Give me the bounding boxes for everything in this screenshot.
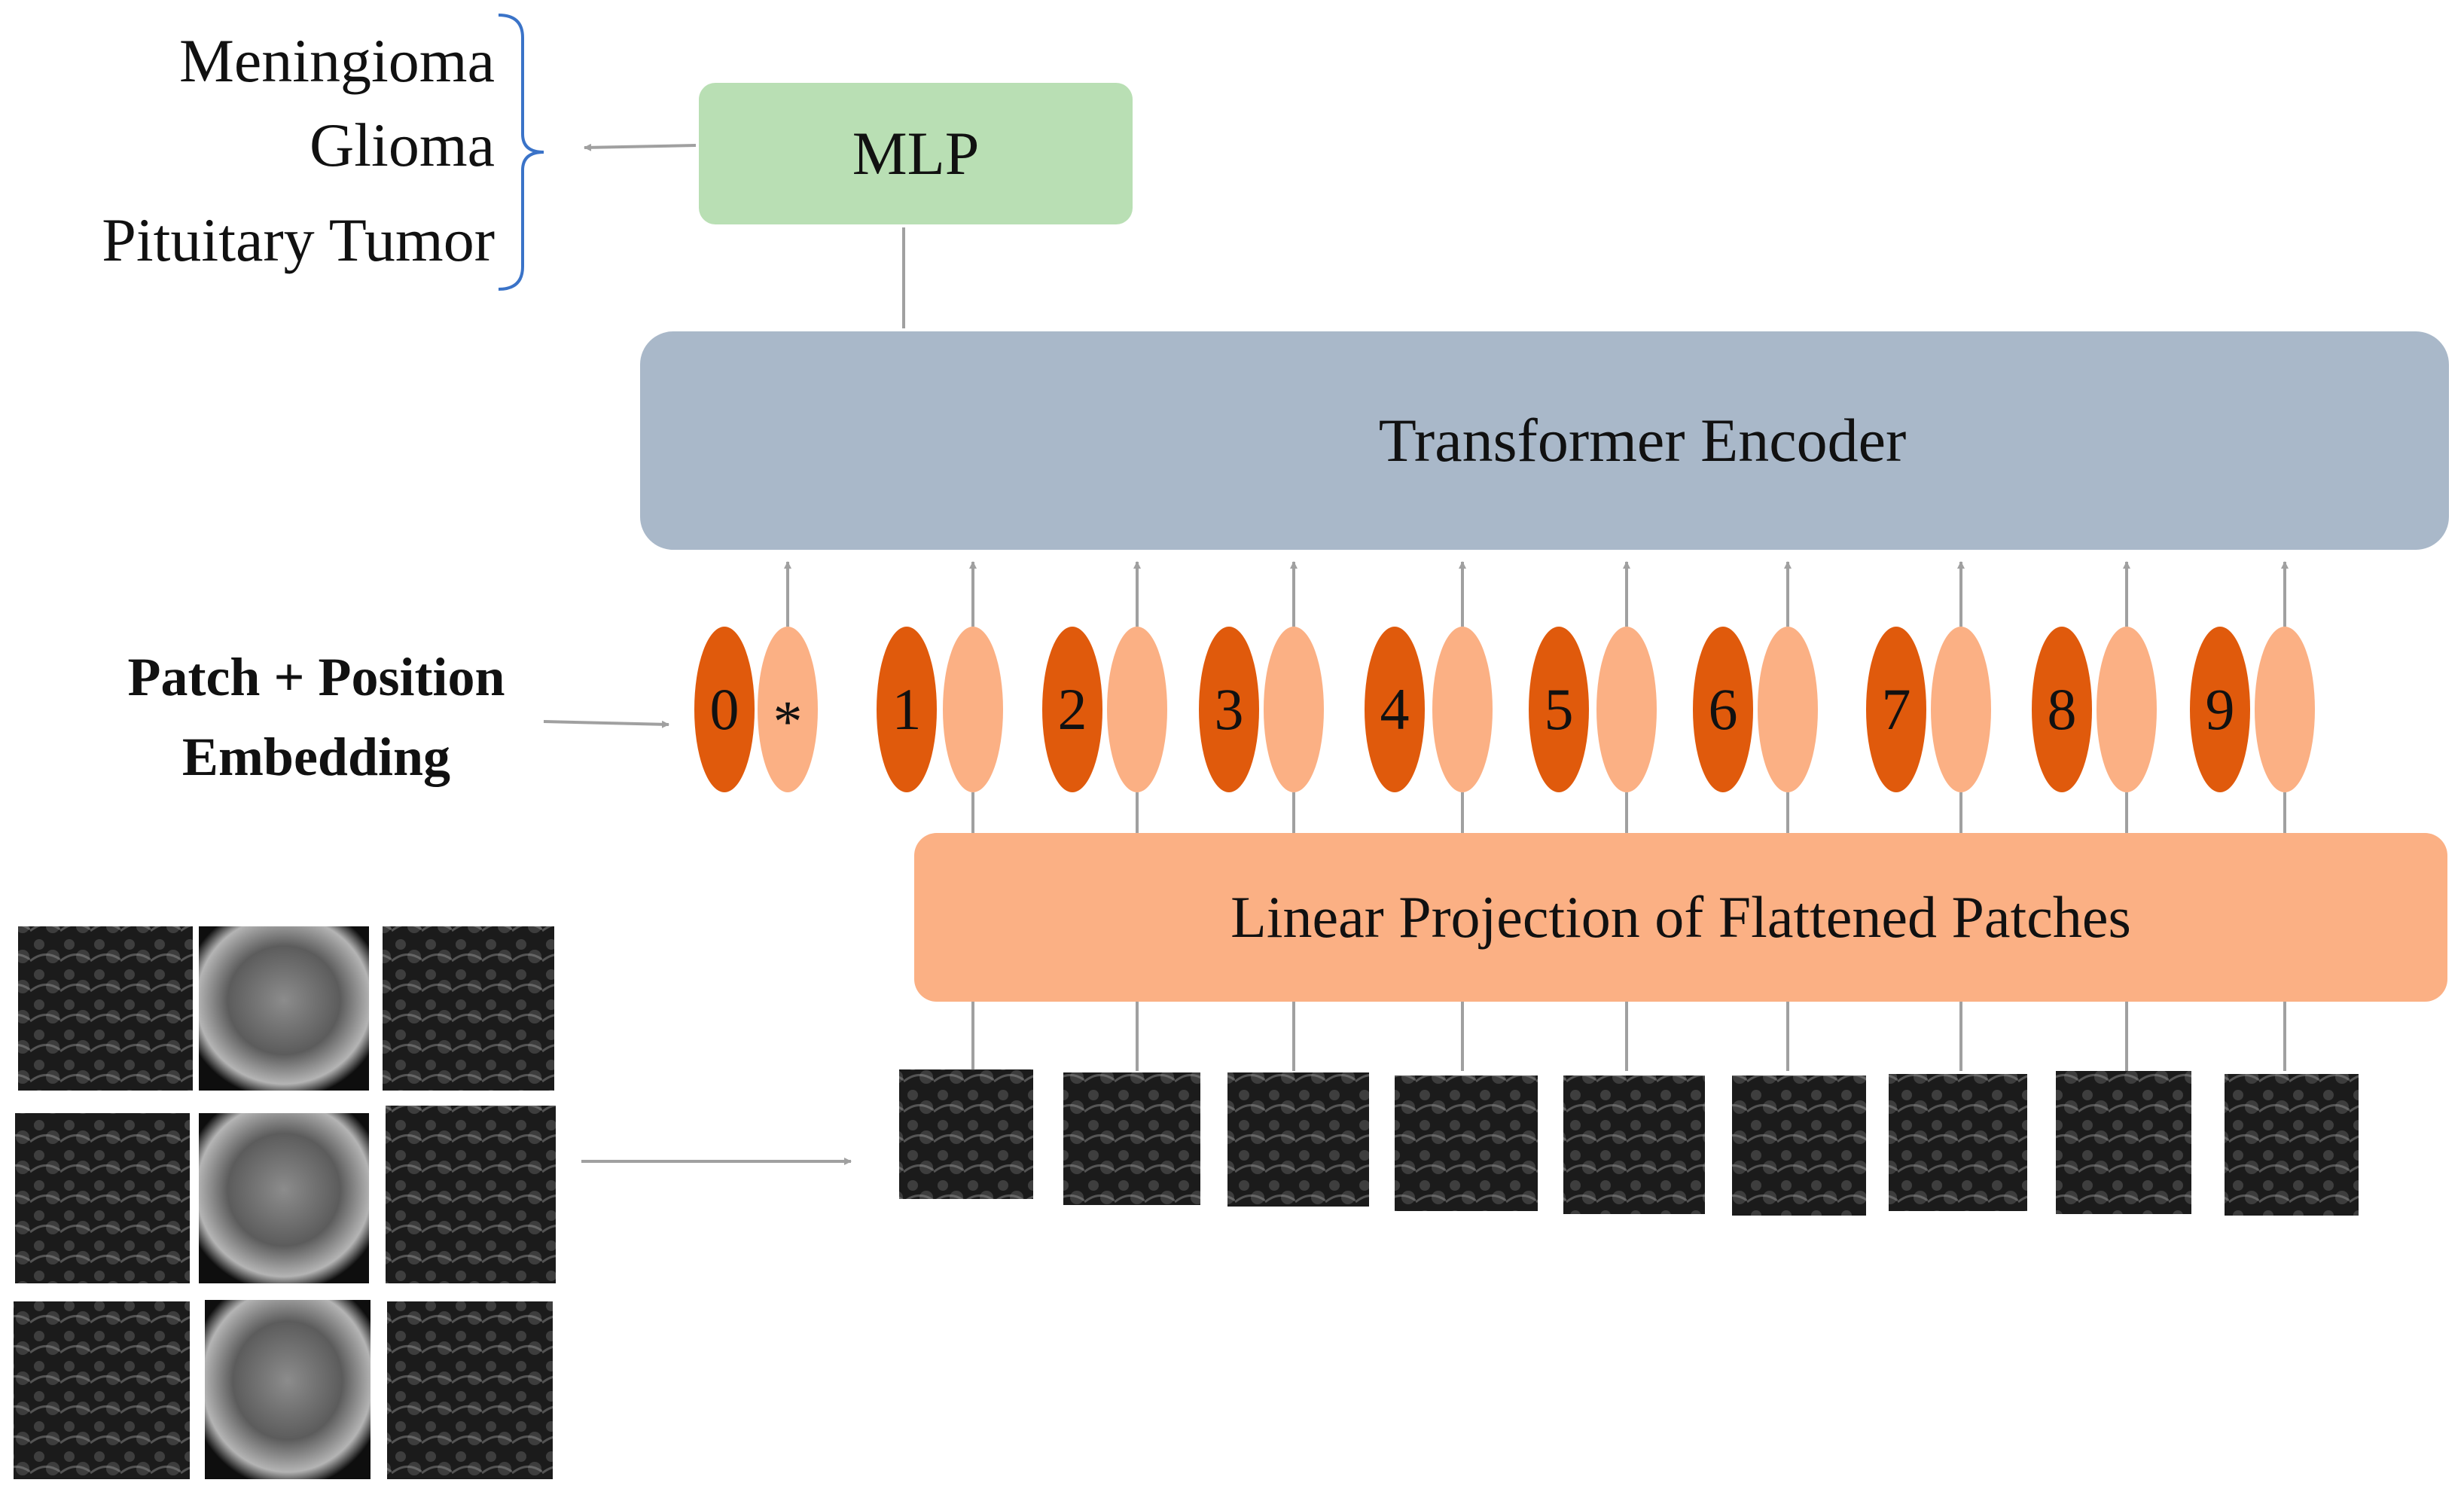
position-index-label: 0 bbox=[710, 676, 740, 742]
mlp-label: MLP bbox=[852, 119, 980, 188]
encoder-label: Transformer Encoder bbox=[1378, 406, 1907, 474]
flattened-patch-thumbnail bbox=[899, 1069, 1033, 1199]
position-embedding-token bbox=[1042, 627, 1102, 792]
position-embedding-token bbox=[2190, 627, 2250, 792]
position-embedding-token bbox=[694, 627, 755, 792]
transformer-encoder-block: Transformer Encoder bbox=[640, 331, 2449, 550]
flattened-patch-thumbnail bbox=[1227, 1072, 1369, 1207]
position-embedding-token bbox=[1199, 627, 1259, 792]
flattened-patch-thumbnail bbox=[1563, 1075, 1705, 1214]
class-token bbox=[758, 627, 818, 792]
flattened-patch-thumbnail bbox=[1889, 1074, 2027, 1211]
patch-position-embedding-label: Patch + Position Embedding bbox=[45, 637, 587, 797]
position-index-label: 7 bbox=[1882, 676, 1911, 742]
source-patch bbox=[18, 926, 193, 1091]
source-patch bbox=[383, 926, 554, 1091]
flattened-patch-thumbnail bbox=[2225, 1074, 2359, 1216]
flattened-patch-thumbnail bbox=[1395, 1075, 1538, 1211]
source-patch bbox=[387, 1301, 553, 1479]
patch-embedding-token bbox=[1596, 627, 1657, 792]
patch-embedding-token bbox=[2097, 627, 2157, 792]
flattened-patch-thumbnail bbox=[1063, 1072, 1200, 1205]
mlp-to-output-arrow bbox=[584, 143, 697, 151]
position-embedding-token bbox=[1866, 627, 1926, 792]
position-index-label: 5 bbox=[1545, 676, 1574, 742]
position-index-label: 2 bbox=[1058, 676, 1087, 742]
token-columns: 0 * 1 2 3 4 5 6 7 8 9 bbox=[694, 561, 2359, 1216]
source-patch bbox=[386, 1106, 556, 1283]
position-index-label: 8 bbox=[2048, 676, 2077, 742]
position-embedding-token bbox=[2032, 627, 2092, 792]
position-index-label: 1 bbox=[892, 676, 922, 742]
flattened-patch-thumbnail bbox=[1732, 1075, 1866, 1216]
patch-embedding-token bbox=[1264, 627, 1324, 792]
class-label-pituitary-tumor: Pituitary Tumor bbox=[102, 206, 495, 274]
source-image-grid bbox=[14, 926, 556, 1479]
source-patch bbox=[205, 1300, 371, 1479]
patch-embedding-token bbox=[943, 627, 1003, 792]
position-index-label: 4 bbox=[1380, 676, 1410, 742]
position-index-label: 9 bbox=[2206, 676, 2235, 742]
embedding-label-arrow bbox=[543, 720, 669, 728]
position-index-label: 6 bbox=[1709, 676, 1738, 742]
flattened-patch-thumbnail bbox=[2056, 1071, 2191, 1214]
position-index-label: 3 bbox=[1215, 676, 1244, 742]
position-embedding-token bbox=[1365, 627, 1425, 792]
position-embedding-token bbox=[1529, 627, 1589, 792]
source-patch bbox=[15, 1113, 190, 1283]
source-patch bbox=[199, 1113, 369, 1283]
patch-embedding-token bbox=[2255, 627, 2315, 792]
position-embedding-token bbox=[1693, 627, 1753, 792]
projection-label: Linear Projection of Flattened Patches bbox=[1230, 884, 2131, 950]
patch-embedding-token bbox=[1758, 627, 1818, 792]
output-brace bbox=[498, 14, 544, 291]
embedding-label-line: Patch + Position bbox=[127, 647, 505, 707]
patch-embedding-token bbox=[1432, 627, 1493, 792]
position-embedding-token bbox=[877, 627, 937, 792]
mlp-block: MLP bbox=[699, 83, 1133, 224]
patch-embedding-token bbox=[1107, 627, 1167, 792]
linear-projection-block: Linear Projection of Flattened Patches bbox=[914, 833, 2447, 1002]
source-patch bbox=[14, 1301, 190, 1479]
source-patch bbox=[199, 926, 369, 1091]
class-label-meningioma: Meningioma bbox=[178, 26, 495, 95]
class-label-glioma: Glioma bbox=[310, 111, 495, 179]
embedding-label-line: Embedding bbox=[181, 727, 451, 787]
class-token-marker: * bbox=[773, 688, 803, 754]
patch-embedding-token bbox=[1931, 627, 1991, 792]
